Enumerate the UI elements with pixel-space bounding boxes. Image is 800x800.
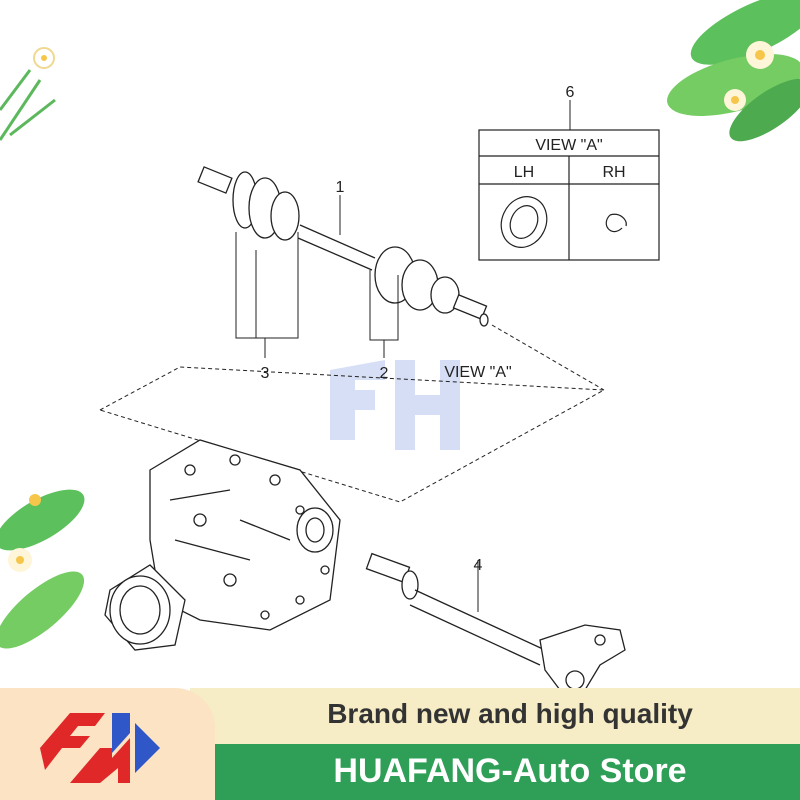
differential-housing: [104, 439, 341, 651]
leaves-top-left: [0, 47, 56, 141]
callout-3: 3: [261, 365, 270, 382]
view-table-rh: RH: [602, 164, 625, 181]
store-banner: Brand new and high quality HUAFANG-Auto …: [0, 688, 800, 800]
callout-1: 1: [336, 179, 345, 196]
store-logo: [0, 688, 215, 800]
callout-2: 2: [380, 365, 389, 382]
view-a-table: [478, 129, 660, 261]
view-table-title: VIEW "A": [535, 137, 602, 154]
leader-lines: [235, 100, 571, 612]
banner-bottom-strip: [190, 744, 800, 800]
view-table-lh: LH: [514, 164, 534, 181]
banner-store-name: HUAFANG-Auto Store: [333, 752, 687, 790]
leaves-top-right: [667, 0, 800, 142]
leaves-bottom-left: [0, 489, 85, 649]
drive-shaft-1: [197, 166, 489, 327]
view-a-label: VIEW "A": [444, 364, 511, 381]
fh-watermark: [330, 360, 460, 450]
fh-logo-icon: [40, 713, 160, 783]
callout-6: 6: [566, 84, 575, 101]
shaft-4: [365, 552, 626, 691]
banner-top-strip: [190, 688, 800, 744]
banner-tagline: Brand new and high quality: [327, 698, 693, 729]
callout-4: 4: [474, 557, 483, 574]
